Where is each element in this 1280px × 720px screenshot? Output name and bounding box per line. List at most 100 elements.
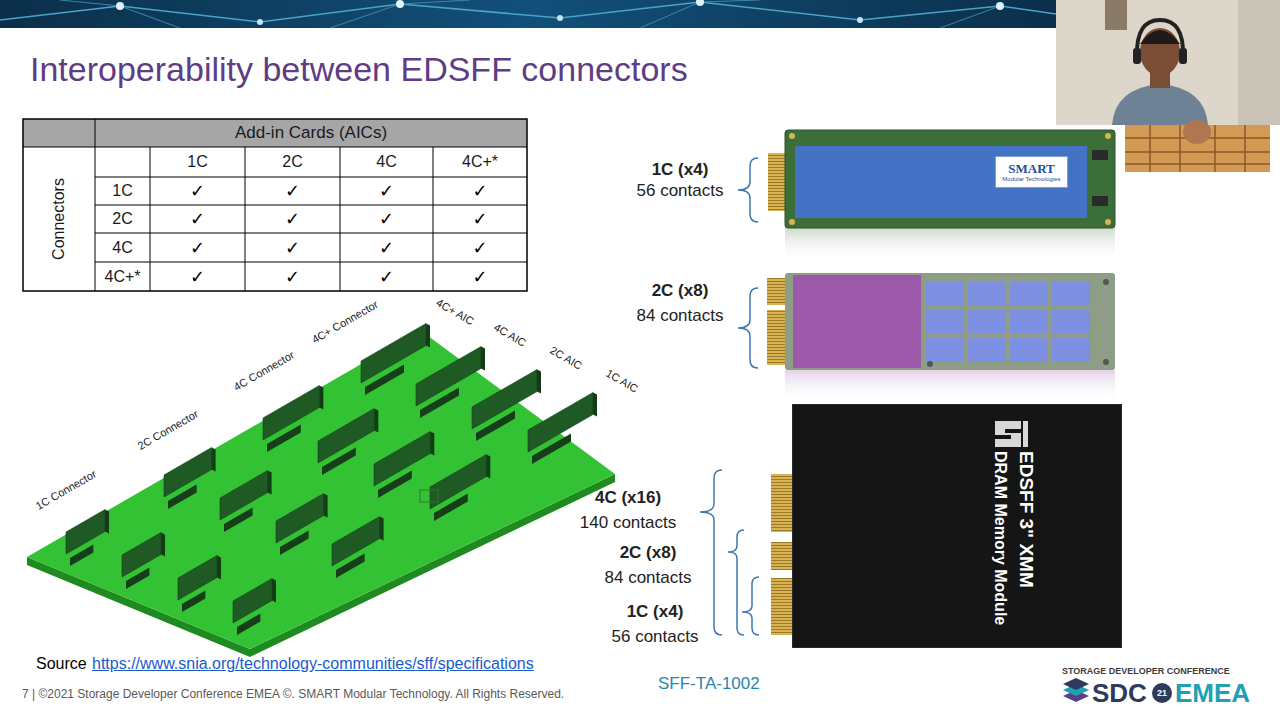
lane-width: 2C (x8) xyxy=(652,281,709,301)
top-banner xyxy=(60,0,1000,28)
edsff-1c-card xyxy=(785,130,1115,228)
vendor-logo: SMARTModular Technologies xyxy=(995,156,1068,188)
compatibility-table xyxy=(23,119,527,147)
edsff-1c-card xyxy=(768,130,1115,262)
module-subtitle: DRAM Memory Module xyxy=(991,451,1009,625)
top-banner xyxy=(116,2,124,10)
board-label: 4C Connector xyxy=(231,349,296,394)
edsff-2c-card xyxy=(1010,310,1048,334)
backplane-board xyxy=(164,448,216,510)
row-header: 2C xyxy=(112,210,132,228)
edsff-2c-card xyxy=(1103,279,1109,285)
source-label: Source xyxy=(36,655,87,673)
top-banner xyxy=(996,2,1004,10)
backplane-board xyxy=(430,455,490,522)
backplane-board xyxy=(27,330,615,649)
edsff-1c-card xyxy=(795,146,1087,218)
column-header: 4C+* xyxy=(462,153,498,171)
edsff-2c-card xyxy=(926,282,964,306)
backplane-board xyxy=(332,517,384,579)
table-row-group: Connectors xyxy=(50,178,68,260)
check-mark: ✓ xyxy=(379,237,394,258)
lane-width: 1C (x4) xyxy=(627,602,684,622)
compatibility-table xyxy=(23,119,527,291)
edsff-2c-card xyxy=(926,282,1090,362)
presenter-video xyxy=(1179,48,1187,64)
board-label: 2C AIC xyxy=(548,344,585,372)
module-title: EDSFF 3" XMM xyxy=(1015,451,1037,588)
column-header: 4C xyxy=(376,153,396,171)
source-link: https://www.snia.org/technology-communit… xyxy=(92,655,534,673)
check-mark: ✓ xyxy=(190,266,205,287)
row-header: 4C xyxy=(112,238,132,256)
module-emblem xyxy=(991,417,1031,451)
check-mark: ✓ xyxy=(285,181,300,202)
check-mark: ✓ xyxy=(285,266,300,287)
conference-logo: SDC xyxy=(1092,679,1147,709)
copyright: 7 | ©2021 Storage Developer Conference E… xyxy=(22,688,564,702)
presenter-video xyxy=(1238,0,1280,125)
backplane-board xyxy=(220,471,272,533)
edsff-2c-card xyxy=(927,361,933,367)
contact-brackets xyxy=(700,158,759,635)
lane-width: 1C (x4) xyxy=(652,160,709,180)
top-banner xyxy=(0,0,1056,28)
backplane-board xyxy=(233,579,276,636)
compatibility-table xyxy=(23,119,527,291)
check-mark: ✓ xyxy=(472,181,487,202)
top-banner xyxy=(857,17,863,23)
conference-logo-mark xyxy=(1152,683,1172,703)
check-mark: ✓ xyxy=(472,266,487,287)
check-mark: ✓ xyxy=(379,209,394,230)
board-label: 4C AIC xyxy=(492,321,529,349)
edsff-2c-card xyxy=(926,310,964,334)
xmm-edge-fingers xyxy=(771,474,793,635)
presenter-video xyxy=(1137,20,1183,56)
compatibility-table xyxy=(23,119,527,291)
xmm-edge-fingers xyxy=(771,542,793,570)
lane-width: 2C (x8) xyxy=(620,543,677,563)
top-banner xyxy=(257,19,263,25)
top-banner xyxy=(0,2,1056,22)
backplane-board xyxy=(528,393,597,465)
contact-brackets xyxy=(738,158,758,222)
contact-brackets xyxy=(742,577,759,635)
presenter-video xyxy=(1183,120,1211,144)
edsff-2c-card xyxy=(1103,359,1109,365)
check-mark: ✓ xyxy=(472,237,487,258)
contact-count: 56 contacts xyxy=(612,627,699,647)
backplane-board xyxy=(27,324,615,658)
presenter-video xyxy=(1140,30,1180,44)
presenter-video xyxy=(1112,84,1208,125)
presenter-video xyxy=(1133,48,1141,64)
edsff-2c-card xyxy=(785,273,1115,370)
edsff-1c-card xyxy=(1105,133,1111,139)
top-banner xyxy=(396,0,404,8)
edsff-2c-card xyxy=(1052,282,1090,306)
edsff-1c-card xyxy=(789,133,795,139)
edsff-1c-card xyxy=(1092,196,1108,206)
contact-brackets xyxy=(700,470,722,635)
contact-brackets xyxy=(738,288,758,368)
edsff-2c-card xyxy=(793,275,921,368)
edsff-2c-card xyxy=(767,310,785,365)
backplane-board xyxy=(122,533,165,590)
edsff-2c-card xyxy=(1052,310,1090,334)
backplane-board xyxy=(263,386,323,453)
row-header: 4C+* xyxy=(104,267,140,285)
edsff-2c-card xyxy=(968,338,1006,362)
edsff-2c-card xyxy=(1010,338,1048,362)
edsff-1c-card xyxy=(1092,150,1108,160)
check-mark: ✓ xyxy=(285,209,300,230)
edsff-1c-card xyxy=(768,153,786,211)
board-label: 4C+ AIC xyxy=(434,296,476,328)
check-mark: ✓ xyxy=(190,209,205,230)
contact-count: 56 contacts xyxy=(637,181,724,201)
row-header: 1C xyxy=(112,182,132,200)
backplane-board xyxy=(178,556,221,613)
table-header: Add-in Cards (AICs) xyxy=(235,123,387,143)
slide-title: Interoperability between EDSFF connector… xyxy=(30,50,688,89)
check-mark: ✓ xyxy=(379,266,394,287)
module-emblem xyxy=(995,421,1021,447)
